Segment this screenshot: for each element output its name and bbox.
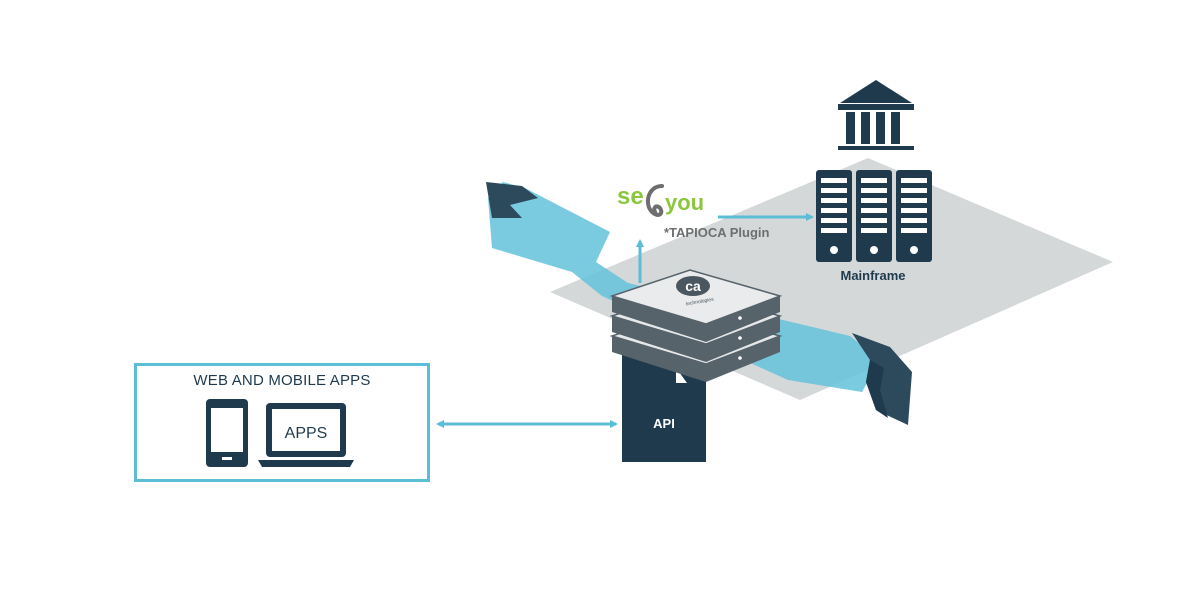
svg-text:se: se (617, 183, 644, 210)
seeyou-swirl-icon (645, 184, 664, 217)
mainframe-servers-icon (816, 170, 932, 262)
laptop-apps-label: APPS (285, 425, 328, 442)
apps-panel-title: WEB AND MOBILE APPS (193, 372, 371, 389)
stream-right-edge-shade (866, 360, 888, 418)
bank-icon (838, 80, 914, 150)
phone-icon (206, 399, 248, 467)
laptop-icon: APPS (258, 403, 354, 467)
tapioca-plugin-label: *TAPIOCA Plugin (664, 225, 770, 240)
ca-caption: technologies (685, 297, 714, 308)
svg-text:you: you (665, 190, 704, 215)
svg-text:ca: ca (685, 278, 701, 294)
data-stream-band (488, 182, 880, 392)
ca-logo: ca technologies (676, 276, 715, 307)
api-label: API (653, 416, 675, 431)
seeyou-logo: se you (617, 183, 704, 217)
stream-left-edge (486, 182, 538, 218)
mainframe-label: Mainframe (840, 268, 905, 283)
gateway-server-stack: ca technologies (609, 269, 783, 382)
web-mobile-apps-panel: WEB AND MOBILE APPS (134, 363, 430, 482)
